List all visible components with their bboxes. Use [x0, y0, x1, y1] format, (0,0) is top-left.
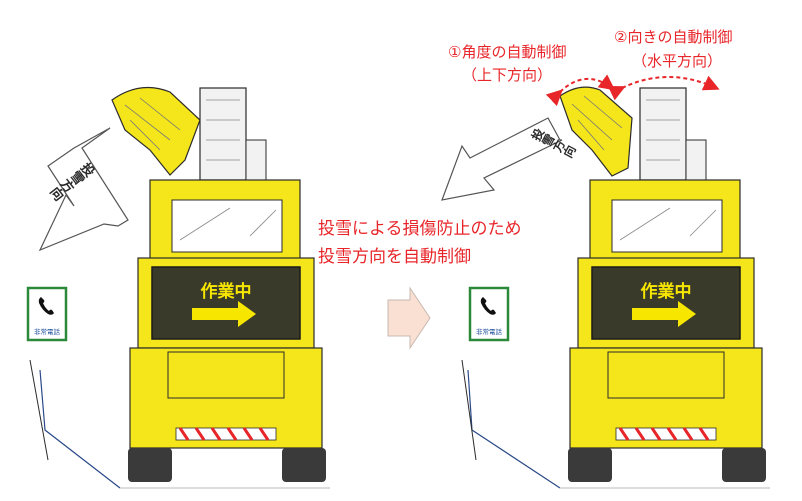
right-wheel-right [722, 448, 766, 482]
right-wheel-left [568, 448, 612, 482]
caption-line-1: 投雪による損傷防止のため [318, 219, 522, 239]
control2-line1: ②向きの自動制御 [614, 28, 732, 46]
left-message-sign [151, 266, 301, 340]
right-sign-arrow-icon [632, 301, 696, 327]
right-phone-box [468, 286, 510, 342]
left-phone-box [26, 286, 68, 342]
left-sign-arrow-icon [192, 301, 256, 327]
right-sign-pole [461, 359, 477, 461]
right-direction-arrow [441, 117, 563, 201]
control1-line1: ①角度の自動制御 [448, 43, 566, 61]
left-phone-label: 非常電話 [34, 327, 61, 336]
left-chute [111, 86, 201, 176]
left-wheel-left [128, 448, 172, 482]
control2-line2: （水平方向） [632, 52, 722, 70]
right-sign-text: 作業中 [641, 281, 692, 302]
right-road-edge [467, 369, 561, 489]
left-sign-text: 作業中 [201, 281, 252, 302]
right-phone-label: 非常電話 [476, 327, 503, 336]
control1-line2: （上下方向） [462, 66, 552, 84]
caption-line-2: 投雪方向を自動制御 [318, 247, 471, 267]
right-message-sign [591, 266, 741, 340]
right-truck: 作業中 投雪方向 非常電話 [441, 74, 770, 489]
angle-control-arrow [545, 74, 616, 107]
left-wheel-right [282, 448, 326, 482]
left-road-edge [39, 369, 121, 489]
left-sign-pole [29, 359, 49, 461]
right-chute [559, 86, 633, 177]
left-blower-tower [199, 87, 247, 181]
direction-control-arrow [607, 75, 720, 101]
transition-arrow-icon [387, 286, 431, 350]
right-blower-tower [639, 87, 687, 181]
left-truck: 作業中 投雪方向 非常電話 [26, 86, 330, 489]
left-direction-arrow [38, 127, 129, 252]
